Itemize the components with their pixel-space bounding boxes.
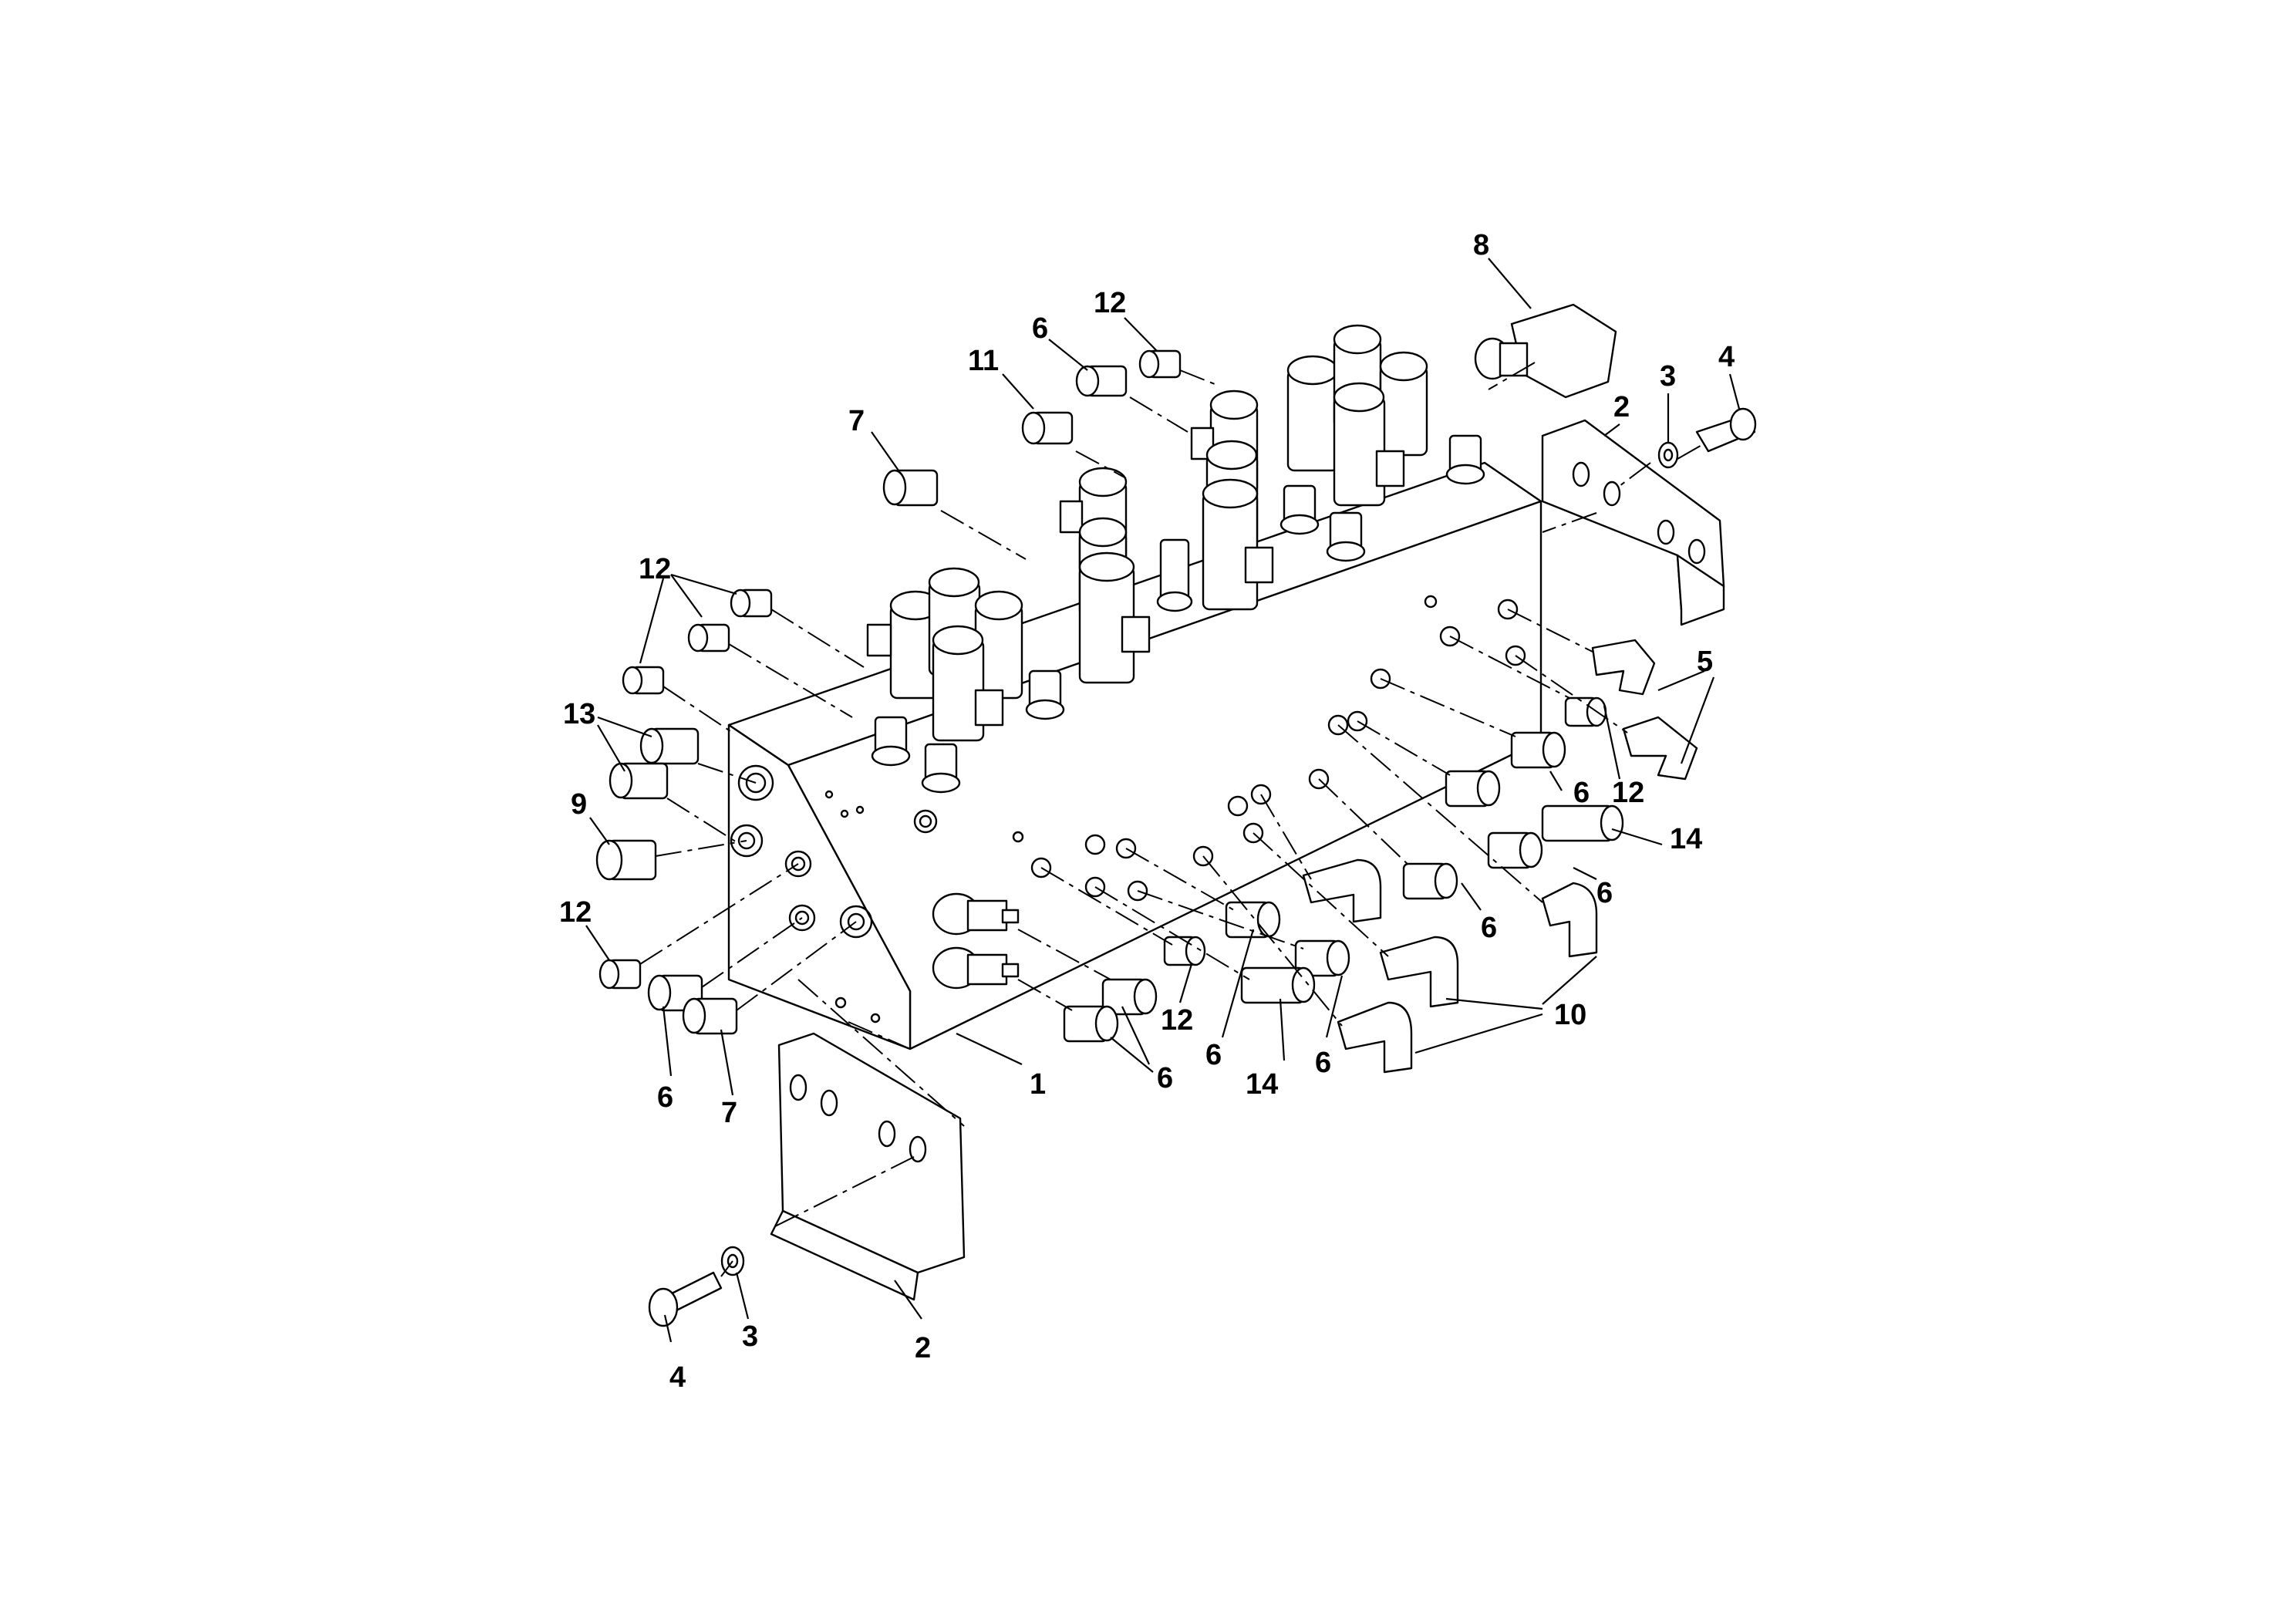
callout-12: 12 <box>559 896 592 929</box>
solenoid-valve <box>866 590 942 700</box>
cartridge-valve <box>921 743 961 794</box>
fitting <box>1225 901 1281 939</box>
callout-9: 9 <box>571 788 587 821</box>
solenoid-valve <box>1333 382 1405 507</box>
solenoid-valve <box>932 625 1004 742</box>
cartridge-valve <box>1445 434 1485 485</box>
callout-7: 7 <box>721 1097 737 1129</box>
callout-6: 6 <box>1205 1039 1222 1071</box>
callout-3: 3 <box>742 1320 758 1353</box>
elbow-fitting <box>1622 716 1698 781</box>
callout-2: 2 <box>915 1332 931 1364</box>
mounting-bracket-right <box>1541 419 1725 626</box>
callout-10: 10 <box>1554 999 1586 1031</box>
callout-1: 1 <box>1030 1068 1046 1101</box>
fitting <box>882 469 939 507</box>
bolt-upper-right <box>1695 407 1757 453</box>
elbow-fitting <box>1302 858 1382 923</box>
fitting <box>1510 731 1566 769</box>
callout-7: 7 <box>848 405 865 437</box>
fitting <box>1240 966 1316 1004</box>
fitting <box>622 666 665 695</box>
fitting <box>682 997 738 1035</box>
callout-4: 4 <box>669 1361 686 1394</box>
assembly-lines <box>639 362 1705 1277</box>
callout-3: 3 <box>1660 360 1676 393</box>
fitting <box>1487 831 1543 869</box>
callout-12: 12 <box>1094 287 1126 319</box>
fitting <box>1063 1005 1119 1043</box>
fitting <box>1021 411 1074 445</box>
fitting <box>1445 770 1501 808</box>
bolt-lower-left <box>648 1271 723 1327</box>
fitting <box>1101 978 1158 1016</box>
callout-12: 12 <box>639 553 671 585</box>
fitting <box>595 839 657 881</box>
solenoid-valve <box>1202 478 1274 611</box>
fitting <box>1138 349 1182 379</box>
fitting <box>639 727 700 765</box>
solenoid-valve <box>1078 551 1151 684</box>
callout-6: 6 <box>1315 1047 1331 1079</box>
callout-6: 6 <box>1481 912 1497 944</box>
callout-6: 6 <box>1596 877 1613 909</box>
fitting <box>730 588 773 618</box>
mounting-bracket-left <box>770 1032 966 1301</box>
fitting <box>1075 365 1128 397</box>
callout-5: 5 <box>1697 646 1713 678</box>
cartridge-valve <box>1156 538 1193 612</box>
fitting <box>1541 804 1624 842</box>
callout-4: 4 <box>1718 341 1735 373</box>
callout-13: 13 <box>563 698 595 730</box>
electrical-connector <box>1474 303 1617 399</box>
solenoid-valve <box>1286 355 1340 472</box>
callout-8: 8 <box>1473 229 1489 261</box>
callout-11: 11 <box>968 345 999 377</box>
fitting <box>1294 939 1350 977</box>
leader-lines <box>585 258 1741 1343</box>
pressure-sensor-upper <box>932 892 1020 936</box>
fitting <box>1402 862 1458 900</box>
solenoid-valve-group <box>866 324 1485 794</box>
washer-upper-right <box>1657 441 1679 469</box>
pressure-sensor-lower <box>932 946 1020 990</box>
callout-14: 14 <box>1246 1068 1278 1101</box>
callout-labels: 8 12 6 11 7 4 3 2 12 13 9 12 6 7 1 5 6 1… <box>559 229 1735 1394</box>
fitting <box>687 623 730 653</box>
callout-2: 2 <box>1613 391 1630 423</box>
solenoid-valve <box>1379 351 1428 457</box>
elbow-fitting <box>1379 936 1459 1008</box>
fitting <box>598 959 642 990</box>
cartridge-valve <box>871 716 911 767</box>
fitting <box>1564 696 1607 727</box>
fitting <box>609 762 669 800</box>
callout-12: 12 <box>1161 1004 1193 1037</box>
cartridge-valve <box>1279 484 1320 535</box>
elbow-fitting <box>1541 882 1598 958</box>
callout-14: 14 <box>1670 823 1702 855</box>
callout-6: 6 <box>657 1081 673 1114</box>
callout-12: 12 <box>1612 777 1644 809</box>
cartridge-valve <box>1025 669 1065 720</box>
elbow-fitting <box>1337 1001 1413 1074</box>
callout-6: 6 <box>1157 1062 1173 1094</box>
callout-6: 6 <box>1032 312 1048 345</box>
elbow-fitting <box>1591 639 1656 696</box>
callout-6: 6 <box>1573 777 1590 809</box>
cartridge-valve <box>1326 511 1366 562</box>
